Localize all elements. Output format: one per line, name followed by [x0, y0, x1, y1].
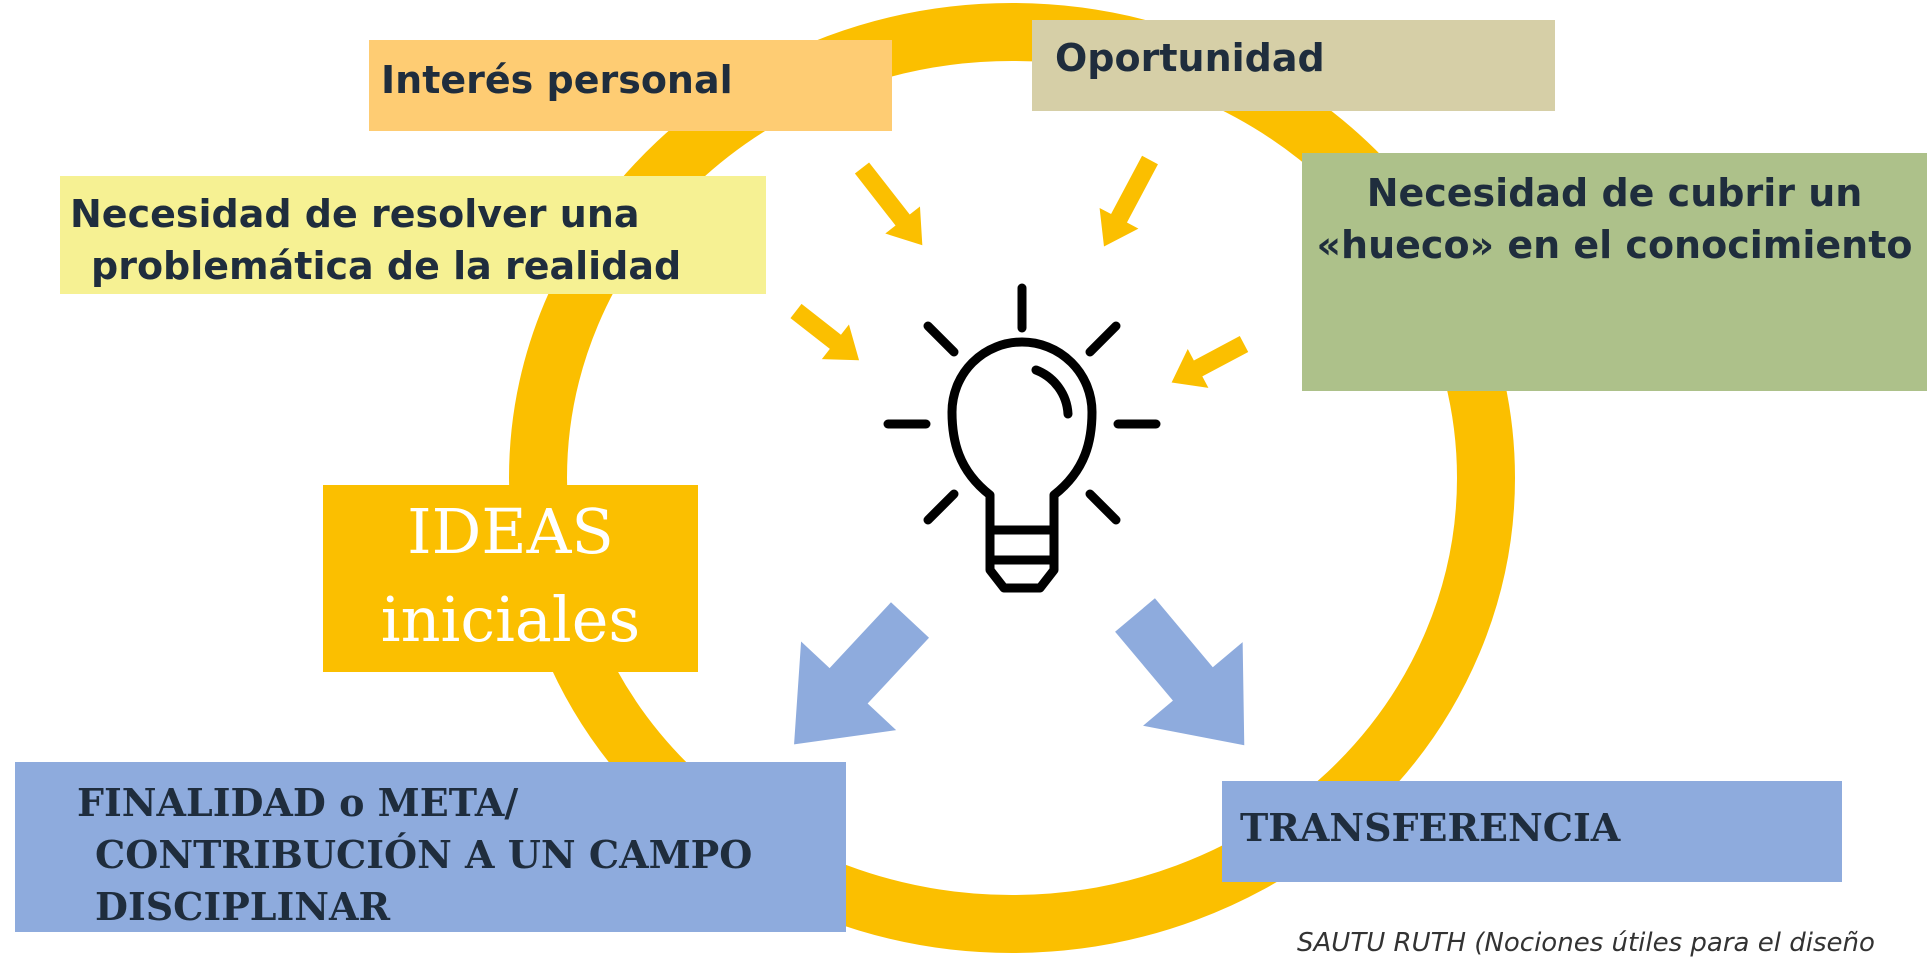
cubrir-line-2: «hueco» en el conocimiento: [1316, 223, 1913, 267]
resolver-line-1: Necesidad de resolver una: [70, 192, 640, 236]
outcome-finalidad: FINALIDAD o META/ CONTRIBUCIÓN A UN CAMP…: [15, 762, 846, 932]
ideas-line-2: iniciales: [380, 583, 641, 656]
cubrir-line-1: Necesidad de cubrir un: [1366, 171, 1863, 215]
arrow-from-cubrir: [1171, 336, 1249, 388]
source-necesidad-resolver: Necesidad de resolver una problemática d…: [60, 176, 766, 294]
arrow-to-transferencia: [1115, 598, 1245, 746]
transferencia-label: TRANSFERENCIA: [1240, 805, 1621, 850]
finalidad-line-1: FINALIDAD o META/: [77, 780, 519, 825]
arrow-from-interes: [854, 162, 923, 246]
lightbulb-icon: [883, 283, 1161, 593]
citation-text: SAUTU RUTH (Nociones útiles para el dise…: [1297, 928, 1875, 958]
arrow-from-oportunidad: [1099, 155, 1158, 247]
source-necesidad-cubrir: Necesidad de cubrir un «hueco» en el con…: [1302, 153, 1927, 391]
ideas-iniciales-box: IDEAS iniciales: [323, 485, 698, 672]
arrow-from-resolver: [790, 303, 860, 361]
outcome-transferencia: TRANSFERENCIA: [1222, 781, 1842, 882]
interes-label: Interés personal: [381, 58, 733, 102]
output-arrows: [794, 598, 1245, 746]
oportunidad-label: Oportunidad: [1055, 36, 1325, 80]
resolver-line-2: problemática de la realidad: [91, 244, 682, 288]
input-arrows: [790, 155, 1249, 388]
finalidad-line-3: DISCIPLINAR: [95, 884, 391, 929]
ideas-line-1: IDEAS: [407, 495, 614, 568]
source-oportunidad: Oportunidad: [1032, 20, 1555, 111]
cycle-ring: [509, 3, 1515, 953]
source-interes-personal: Interés personal: [369, 40, 892, 131]
finalidad-line-2: CONTRIBUCIÓN A UN CAMPO: [95, 832, 753, 877]
arrow-to-finalidad: [794, 602, 930, 745]
